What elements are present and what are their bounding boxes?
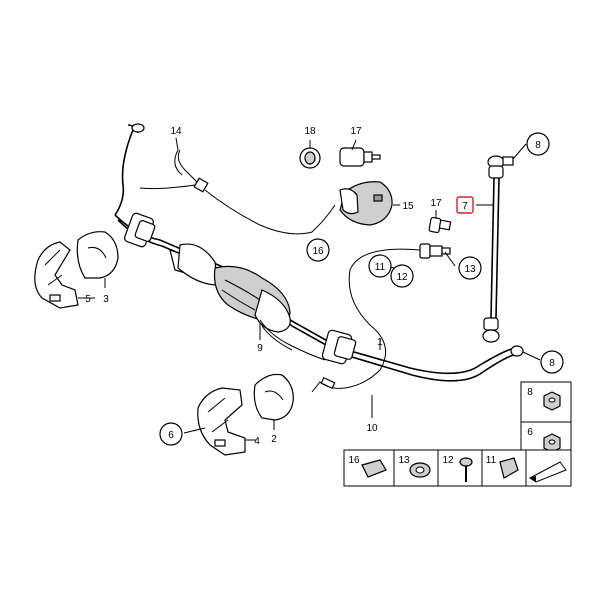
- callout-12: 12: [396, 272, 408, 283]
- callout-18: 18: [304, 126, 316, 137]
- callout-16: 16: [312, 246, 324, 257]
- leader-lines: [78, 137, 541, 441]
- connector-17-top: [339, 147, 381, 167]
- callout-6: 6: [168, 430, 174, 441]
- callout-17-mid: 17: [430, 198, 442, 209]
- callout-15: 15: [402, 201, 414, 212]
- callout-16-circle: [306, 238, 330, 262]
- hose-9: [259, 319, 326, 361]
- callout-11: 11: [375, 262, 386, 273]
- callout-8-bottom: 8: [549, 358, 555, 369]
- sensor-15: [339, 181, 393, 226]
- callout-7: 7: [462, 201, 468, 212]
- screw-icon: [459, 457, 473, 467]
- legend-label-13: 13: [398, 455, 410, 466]
- callout-9: 9: [257, 343, 263, 354]
- callout-8-bottom-circle: [540, 350, 564, 374]
- axle-hub-assembly: [169, 243, 291, 333]
- callout-17-top: 17: [350, 126, 362, 137]
- legend-cell-13: [393, 449, 439, 487]
- callout-14: 14: [170, 126, 182, 137]
- legend-label-8: 8: [527, 387, 533, 398]
- legend-label-6: 6: [527, 427, 533, 438]
- coupling-rod-7: [482, 155, 514, 343]
- callout-8-top: 8: [535, 140, 541, 151]
- bar-bushing-right: [321, 329, 357, 365]
- bar-bushing-left: [124, 212, 156, 248]
- callout-10: 10: [366, 423, 378, 434]
- legend-label-16: 16: [348, 455, 360, 466]
- callout-5: 5: [85, 294, 91, 305]
- callout-6-circle: [159, 422, 183, 446]
- clip-icon: [361, 459, 387, 478]
- callout-11-circle: [368, 254, 392, 278]
- cable-10: [311, 248, 421, 393]
- callout-7-highlight: [456, 196, 474, 214]
- clamp-bracket-6: [197, 387, 246, 456]
- sensor-connector-13: [419, 243, 451, 259]
- callout-8-top-circle: [526, 132, 550, 156]
- legend-label-11: 11: [486, 455, 497, 466]
- grommet-18: [299, 147, 321, 169]
- legend-cell-12: [437, 449, 483, 487]
- cable-holder-icon: [499, 457, 519, 479]
- rubber-mount-3: [76, 231, 119, 279]
- callout-13-circle: [458, 256, 482, 280]
- sensor-wire-14: [139, 149, 336, 235]
- callouts: 14 18 17 15 16 17 11 12 13 7 8 8 5 3 9 1…: [85, 126, 564, 447]
- callout-3: 3: [103, 294, 109, 305]
- parts-legend: 8 6 16 13 12 11: [343, 381, 572, 487]
- callout-2: 2: [271, 434, 277, 445]
- callout-12-circle: [390, 264, 414, 288]
- clamp-bracket-5: [34, 241, 79, 309]
- connector-17-mid: [428, 216, 452, 234]
- callout-4: 4: [254, 436, 260, 447]
- bar-end-eye: [510, 345, 524, 357]
- callout-13: 13: [464, 264, 476, 275]
- rubber-mount-2: [253, 373, 294, 421]
- callout-1: 1: [377, 337, 383, 348]
- legend-label-12: 12: [442, 455, 454, 466]
